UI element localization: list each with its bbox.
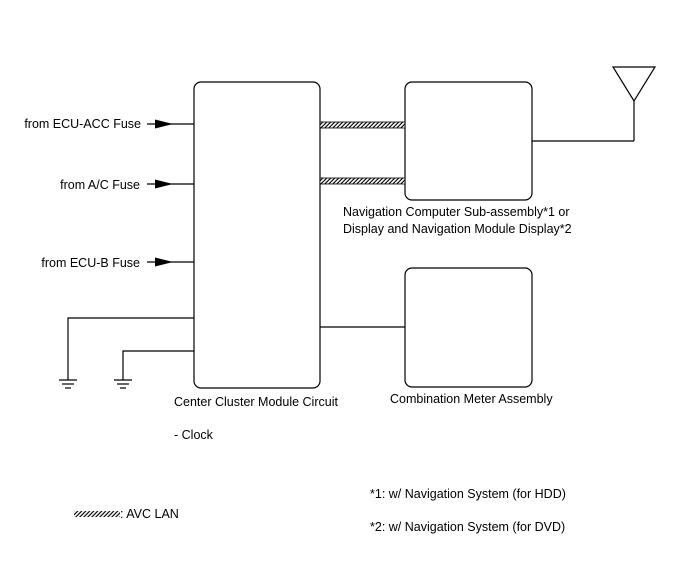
arrow-icon — [155, 179, 173, 189]
input-ac-label: from A/C Fuse — [60, 178, 140, 192]
avc-lan-link-upper — [319, 121, 406, 129]
center-cluster-module-box — [193, 81, 321, 389]
ground-icon — [114, 350, 194, 389]
navigation-label-line2: Display and Navigation Module Display*2 — [343, 222, 572, 236]
footnote-1: *1: w/ Navigation System (for HDD) — [370, 487, 566, 501]
arrow-icon — [155, 257, 173, 267]
footnote-2: *2: w/ Navigation System (for DVD) — [370, 520, 565, 534]
combination-meter-box — [404, 267, 533, 388]
input-ac-wire — [147, 179, 194, 189]
avc-lan-legend-swatch — [74, 511, 120, 517]
avc-lan-legend-label: : AVC LAN — [120, 507, 179, 521]
input-ecu-b-wire — [147, 257, 194, 267]
center-cluster-sub-label: - Clock — [174, 428, 214, 442]
center-cluster-label: Center Cluster Module Circuit — [174, 395, 338, 409]
avc-lan-link-lower — [319, 177, 406, 185]
arrow-icon — [155, 119, 173, 129]
navigation-module-box — [404, 81, 533, 201]
ground-icon — [59, 317, 194, 389]
input-ecu-acc-wire — [147, 119, 194, 129]
combination-meter-label: Combination Meter Assembly — [390, 392, 553, 406]
input-ecu-acc-label: from ECU-ACC Fuse — [24, 117, 141, 131]
antenna-icon — [532, 66, 657, 142]
navigation-label-line1: Navigation Computer Sub-assembly*1 or — [343, 205, 570, 219]
input-ecu-b-label: from ECU-B Fuse — [41, 256, 140, 270]
